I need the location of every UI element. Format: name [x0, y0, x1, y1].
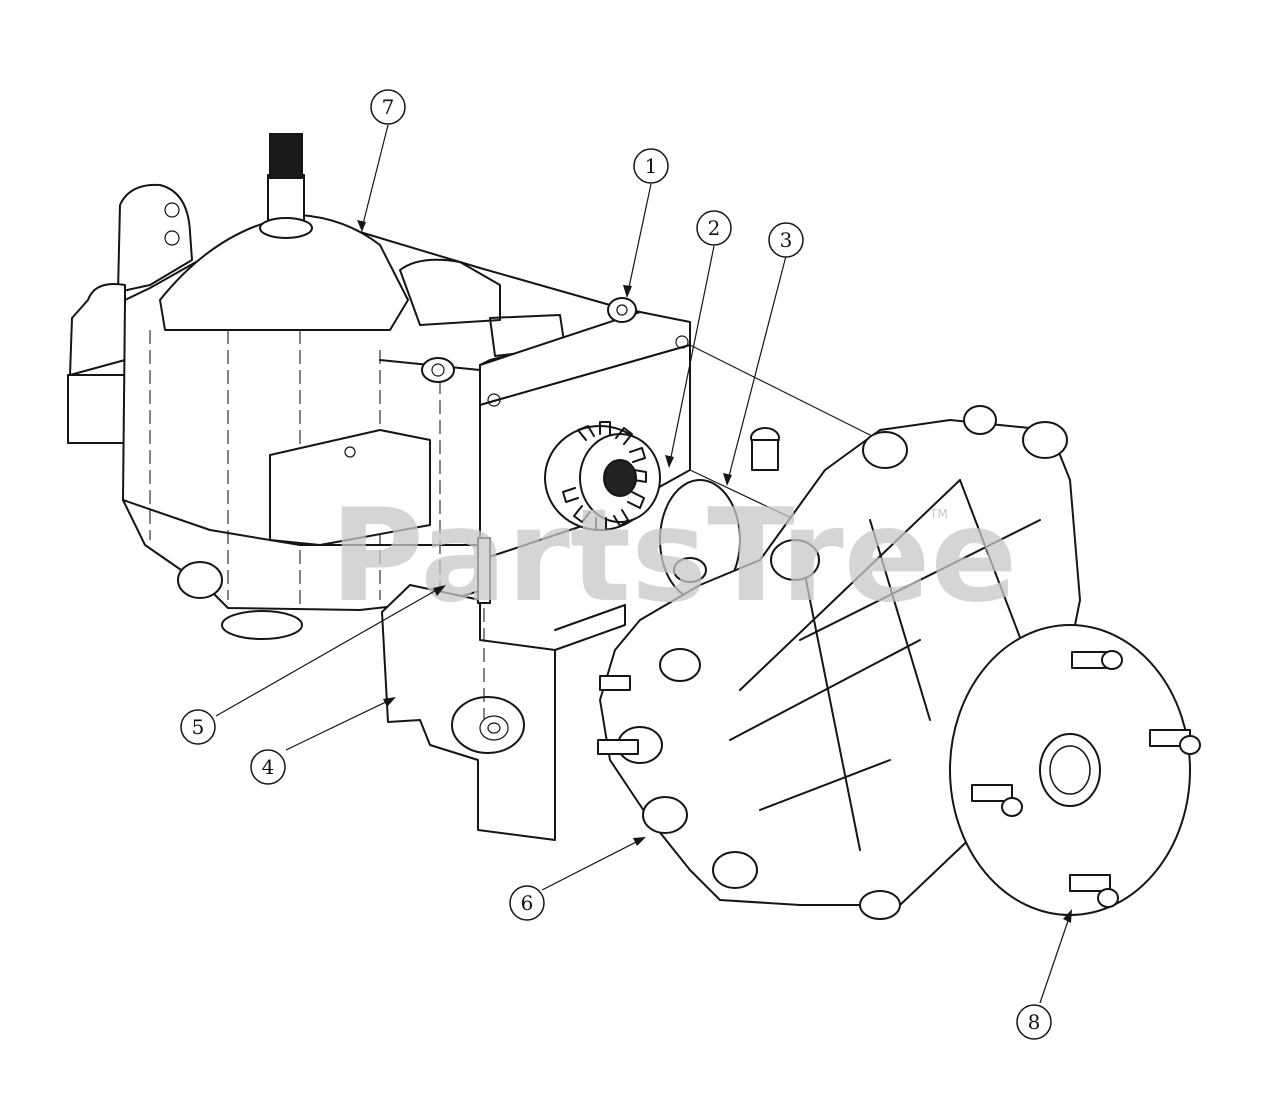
callout-8-label: 8	[1028, 1010, 1041, 1034]
transaxle-housing	[67, 133, 641, 640]
callout-5-label: 5	[192, 715, 205, 739]
callout-4-label: 4	[262, 755, 275, 779]
callout-2-label: 2	[708, 216, 721, 240]
callout-1-label: 1	[645, 154, 658, 178]
watermark-text: PartsTree	[330, 482, 1017, 631]
callout-5: 5	[180, 709, 216, 745]
watermark: PartsTree TM	[330, 482, 1017, 631]
spring-pin	[477, 537, 491, 604]
callout-3-label: 3	[780, 228, 793, 252]
wheel-hub	[949, 624, 1201, 916]
gear-and-ring	[544, 421, 780, 601]
callout-7-label: 7	[382, 95, 395, 119]
callout-2: 2	[696, 210, 732, 246]
callout-1: 1	[633, 148, 669, 184]
callout-4: 4	[250, 749, 286, 785]
callout-3: 3	[768, 222, 804, 258]
callout-6-label: 6	[521, 891, 534, 915]
callout-7: 7	[370, 89, 406, 125]
leader-lines	[215, 124, 1072, 1004]
washer-part	[607, 297, 637, 323]
callouts: 7 1 2 3 5 4 6 8	[180, 89, 1052, 1040]
pinion-gear	[562, 421, 661, 531]
callout-6: 6	[509, 885, 545, 921]
callout-8: 8	[1016, 1004, 1052, 1040]
mounting-bracket	[381, 537, 626, 841]
watermark-trademark: TM	[929, 507, 948, 521]
